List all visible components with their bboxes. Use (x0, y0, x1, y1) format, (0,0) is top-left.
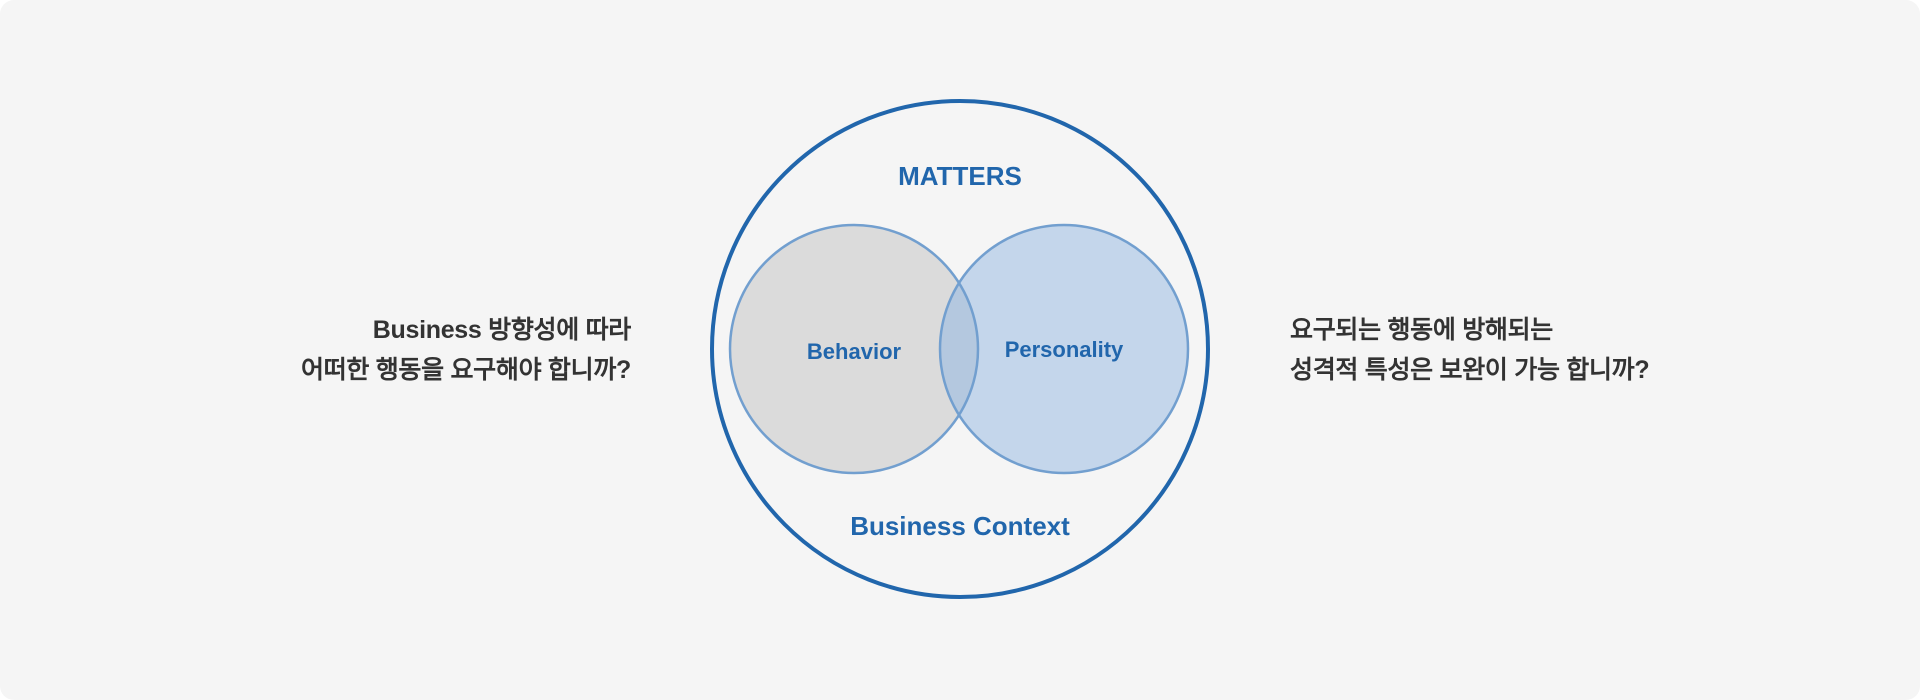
personality-circle (940, 225, 1188, 473)
right-question-line-2: 성격적 특성은 보완이 가능 합니까? (1290, 356, 1650, 384)
left-question-line-2: 어떠한 행동을 요구해야 합니까? (300, 356, 631, 384)
behavior-circle (730, 225, 978, 473)
outer-context-ring (710, 99, 1210, 599)
behavior-circle-outline (728, 223, 980, 475)
behavior-label: Behavior (807, 339, 902, 364)
left-question-line-1: Business 방향성에 따라 (372, 316, 632, 344)
personality-label: Personality (1005, 337, 1124, 362)
right-question-line-1: 요구되는 행동에 방해되는 (1290, 316, 1553, 344)
right-question: 요구되는 행동에 방해되는 성격적 특성은 보완이 가능 합니까? (1290, 310, 1650, 390)
left-question: Business 방향성에 따라 어떠한 행동을 요구해야 합니까? (301, 310, 631, 390)
business-context-label: Business Context (850, 511, 1070, 541)
personality-circle-outline (938, 223, 1190, 475)
matters-label: MATTERS (898, 161, 1022, 191)
